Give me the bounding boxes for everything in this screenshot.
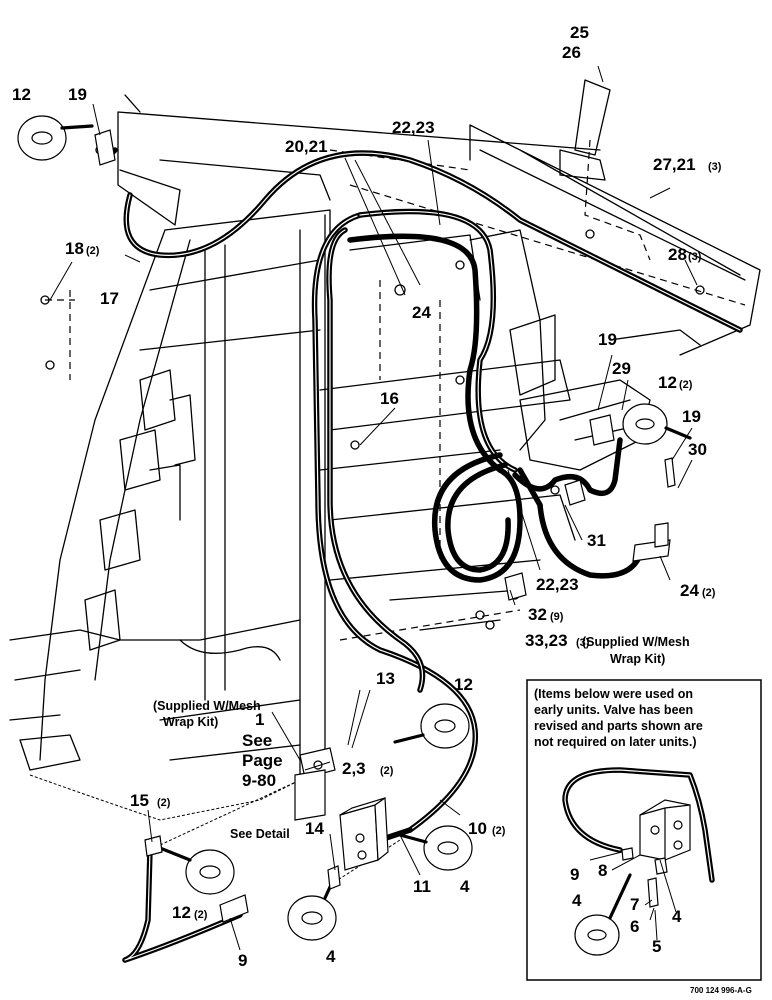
callout-26: 26 — [562, 43, 581, 62]
o-ring-bubble-lower-left — [158, 846, 235, 895]
note-supplied-left-2: Wrap Kit) — [163, 715, 218, 729]
valve-solenoid — [294, 747, 336, 821]
valve-block-main — [339, 796, 389, 871]
callout-27-21-qty: (3) — [708, 161, 722, 173]
callout-15: 15 — [130, 791, 149, 810]
callout-12-lower-qty: (2) — [194, 909, 208, 921]
o-ring-bubble-top-left — [17, 115, 94, 161]
detail-callout-6: 6 — [630, 917, 639, 936]
detail-callout-4-right: 4 — [672, 907, 682, 926]
detail-callout-5: 5 — [652, 937, 661, 956]
callout-10: 10 — [468, 819, 487, 838]
detail-callout-8: 8 — [598, 861, 607, 880]
figure-number: 700 124 996-A-G — [690, 986, 752, 995]
callout-33-23: 33,23 — [525, 631, 568, 650]
callout-9-lower: 9 — [238, 951, 247, 970]
callout-13: 13 — [376, 669, 395, 688]
callout-31: 31 — [587, 531, 606, 550]
detail-note-line-2: early units. Valve has been — [534, 703, 693, 717]
callout-2-3: 2,3 — [342, 759, 366, 778]
callout-2-3-qty: (2) — [380, 765, 394, 777]
note-see-detail: See Detail — [230, 827, 290, 841]
detail-box: (Items below were used on early units. V… — [526, 679, 762, 981]
callout-19-top-left: 19 — [68, 85, 87, 104]
callout-18: 18 — [65, 239, 84, 258]
callout-32-qty: (9) — [550, 611, 564, 623]
note-see-page-2: Page — [242, 751, 283, 770]
note-see-page-1: See — [242, 731, 272, 750]
detail-o-ring-bubble — [574, 873, 632, 956]
callout-4-lower: 4 — [326, 947, 336, 966]
callout-15-qty: (2) — [157, 797, 171, 809]
note-supplied-left-1: (Supplied W/Mesh — [153, 699, 261, 713]
callout-24-lower-qty: (2) — [702, 587, 716, 599]
fittings — [94, 129, 676, 923]
callout-11: 11 — [413, 877, 431, 896]
callout-19-far-right: 19 — [682, 407, 701, 426]
detail-leaders — [589, 851, 677, 941]
detail-note-line-1: (Items below were used on — [534, 687, 693, 701]
callout-30: 30 — [688, 440, 707, 459]
callout-12-lower: 12 — [172, 903, 191, 922]
detail-callout-4-left: 4 — [572, 891, 582, 910]
callout-20-21: 20,21 — [285, 137, 328, 156]
callout-10-qty: (2) — [492, 825, 506, 837]
callout-4-right: 4 — [460, 877, 470, 896]
callout-29: 29 — [612, 359, 631, 378]
o-ring-bubble-right — [622, 403, 692, 445]
baler-frame — [9, 79, 761, 886]
o-ring-bubble-center — [393, 703, 470, 749]
callout-22-23-top: 22,23 — [392, 118, 435, 137]
callout-12-right: 12 — [658, 373, 677, 392]
callout-12-right-qty: (2) — [679, 379, 693, 391]
callout-25: 25 — [570, 23, 589, 42]
callout-16: 16 — [380, 389, 399, 408]
callout-27-21: 27,21 — [653, 155, 696, 174]
detail-fittings — [621, 847, 668, 908]
callout-14: 14 — [305, 819, 324, 838]
o-ring-bubble-lower-mid — [287, 874, 337, 941]
callout-12-top-left: 12 — [12, 85, 31, 104]
callout-19-right: 19 — [598, 330, 617, 349]
detail-note-line-4: not required on later units.) — [534, 735, 697, 749]
callout-18-qty: (2) — [86, 245, 100, 257]
callout-28-qty: (3) — [688, 251, 702, 263]
detail-valve-block — [639, 799, 691, 861]
notes: (Supplied W/Mesh Wrap Kit) (Supplied W/M… — [153, 635, 690, 841]
detail-note-line-3: revised and parts shown are — [534, 719, 703, 733]
callout-labels: 25 26 12 19 22,23 20,21 27,21 (3) 28 (3)… — [12, 23, 722, 970]
callout-22-23-lower: 22,23 — [536, 575, 579, 594]
o-ring-bubble-lower-right — [398, 825, 473, 871]
note-supplied-right-2: Wrap Kit) — [610, 652, 665, 666]
callout-24-top: 24 — [412, 303, 431, 322]
detail-callout-7: 7 — [630, 895, 639, 914]
callout-33-23-qty: (3) — [576, 637, 590, 649]
callout-32: 32 — [528, 605, 547, 624]
callout-17: 17 — [100, 289, 119, 308]
note-supplied-right-1: (Supplied W/Mesh — [582, 635, 690, 649]
callout-12-center: 12 — [454, 675, 473, 694]
leader-lines — [49, 65, 698, 951]
detail-hose — [562, 767, 715, 883]
callout-28: 28 — [668, 245, 687, 264]
note-see-page-3: 9-80 — [242, 771, 276, 790]
callout-1: 1 — [255, 710, 264, 729]
callout-24-lower: 24 — [680, 581, 699, 600]
detail-callout-9: 9 — [570, 865, 579, 884]
